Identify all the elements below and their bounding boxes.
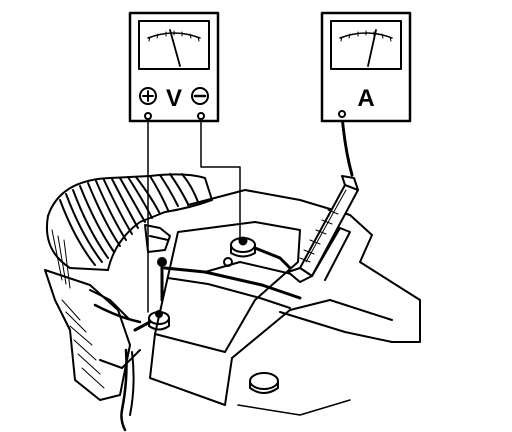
- ammeter-unit-label: A: [357, 85, 374, 112]
- voltmeter-dial: [147, 29, 201, 67]
- voltmeter-negative-jack: [197, 112, 205, 120]
- positive-battery-terminal: [133, 310, 170, 332]
- ammeter-inductive-clamp: [287, 175, 359, 283]
- fluid-reservoir-cap: [249, 372, 279, 394]
- negative-battery-terminal: [223, 236, 292, 270]
- voltmeter-negative-terminal-symbol: [191, 87, 209, 105]
- ammeter-dial: [339, 29, 393, 67]
- voltmeter-unit-label: V: [166, 85, 182, 112]
- clamp-bolt: [157, 257, 167, 302]
- battery-area: [149, 189, 421, 416]
- voltmeter-negative-lead: [200, 117, 241, 239]
- ammeter-needle: [367, 29, 377, 67]
- voltmeter-positive-jack: [144, 112, 152, 120]
- ammeter-jack: [338, 110, 346, 118]
- ammeter: A: [320, 11, 412, 123]
- air-intake-hose: [46, 173, 213, 289]
- voltmeter: V: [128, 11, 220, 123]
- voltmeter-positive-terminal-symbol: [139, 87, 157, 105]
- voltmeter-needle: [169, 29, 181, 67]
- engine-block: [44, 269, 142, 432]
